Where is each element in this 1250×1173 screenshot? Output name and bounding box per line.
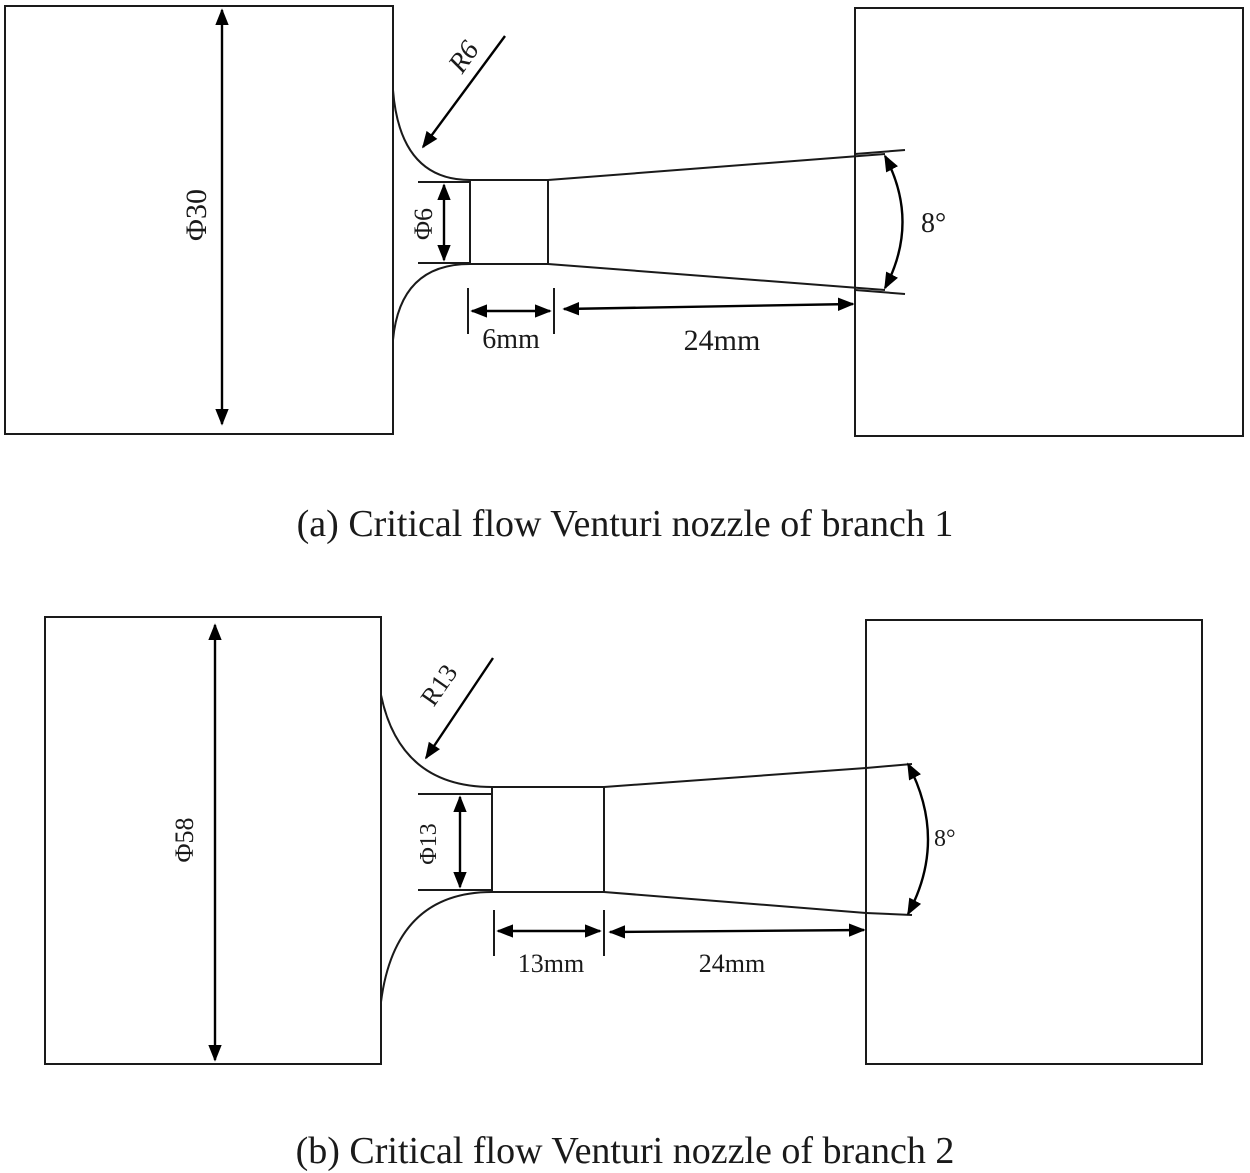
throat-length-label-b: 13mm — [518, 949, 584, 978]
caption-a: (a) Critical flow Venturi nozzle of bran… — [297, 503, 954, 545]
outlet-block-a — [854, 7, 1244, 437]
diagram-b: Φ58 Φ13 R13 13mm 24mm 8° — [44, 616, 1203, 1065]
angle-label-a: 8° — [921, 208, 946, 239]
diffuser-bottom-b — [603, 891, 867, 914]
inlet-curve-top-b — [380, 694, 493, 788]
inlet-curve-bottom-b — [380, 891, 493, 1003]
inlet-diameter-label-a: Φ30 — [180, 189, 213, 241]
diffuser-top-b — [603, 767, 867, 788]
angle-label-b: 8° — [934, 826, 956, 852]
angle-arc-a — [883, 154, 904, 290]
inlet-block-a — [4, 5, 394, 435]
angle-arc-b — [906, 762, 930, 916]
radius-leader-a — [422, 35, 506, 149]
diffuser-top-a — [547, 153, 886, 181]
radius-leader-b — [425, 657, 494, 760]
throat-diameter-label-a: Φ6 — [409, 208, 438, 240]
inlet-block-b — [44, 616, 382, 1065]
diffuser-bottom-a — [547, 263, 886, 291]
outlet-block-b — [865, 619, 1203, 1065]
throat-diameter-label-b: Φ13 — [416, 823, 442, 865]
diffuser-length-label-a: 24mm — [684, 324, 761, 357]
diffuser-length-dimension-b — [608, 923, 866, 939]
caption-b: (b) Critical flow Venturi nozzle of bran… — [296, 1130, 955, 1172]
inlet-diameter-label-b: Φ58 — [170, 817, 199, 862]
radius-label-b: R13 — [415, 659, 464, 711]
inlet-curve-top-a — [392, 89, 471, 181]
diagram-a: Φ30 Φ6 R6 6mm 24mm 8° — [4, 5, 1244, 437]
diffuser-length-dimension-a — [562, 297, 855, 316]
inlet-curve-bottom-a — [392, 263, 471, 341]
diffuser-length-label-b: 24mm — [699, 949, 765, 978]
throat-length-label-a: 6mm — [482, 324, 540, 355]
